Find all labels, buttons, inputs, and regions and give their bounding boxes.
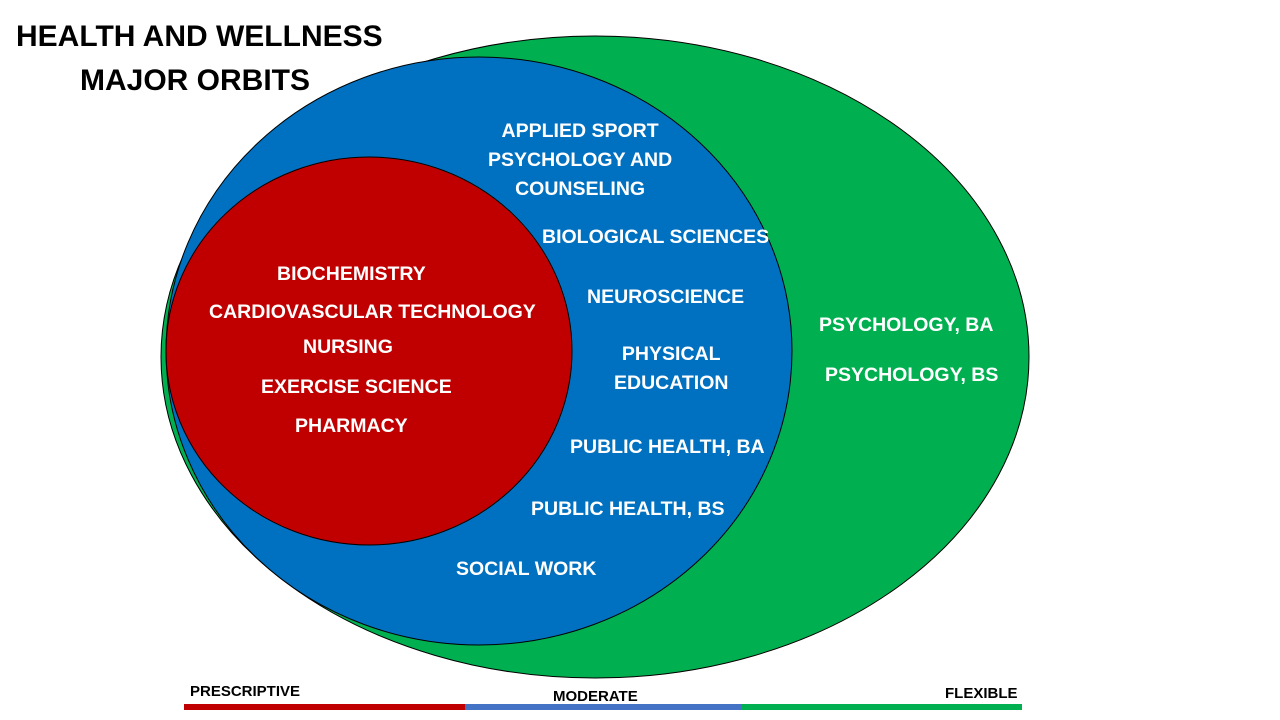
- prescriptive-orbit: [165, 156, 573, 546]
- major-cardiovascular-technology: CARDIOVASCULAR TECHNOLOGY: [209, 301, 536, 323]
- major-psychology-bs: PSYCHOLOGY, BS: [825, 364, 999, 386]
- major-physical-education: PHYSICAL EDUCATION: [614, 343, 729, 394]
- diagram-title-line1: HEALTH AND WELLNESS: [16, 20, 383, 53]
- major-nursing: NURSING: [303, 336, 393, 358]
- major-applied-sport-psychology: APPLIED SPORT PSYCHOLOGY AND COUNSELING: [488, 120, 673, 200]
- scale-label-flexible: FLEXIBLE: [945, 685, 1018, 702]
- major-social-work: SOCIAL WORK: [456, 558, 597, 580]
- major-exercise-science: EXERCISE SCIENCE: [261, 376, 452, 398]
- scale-label-prescriptive: PRESCRIPTIVE: [190, 683, 301, 700]
- major-biological-sciences: BIOLOGICAL SCIENCES: [542, 226, 770, 248]
- major-psychology-ba: PSYCHOLOGY, BA: [819, 314, 994, 336]
- major-neuroscience: NEUROSCIENCE: [587, 286, 745, 308]
- scale-label-moderate: MODERATE: [553, 688, 638, 705]
- scale-bar-moderate: [465, 704, 741, 710]
- major-pharmacy: PHARMACY: [295, 415, 408, 437]
- scale-bar-prescriptive: [184, 704, 465, 710]
- major-public-health-ba: PUBLIC HEALTH, BA: [570, 436, 765, 458]
- major-biochemistry: BIOCHEMISTRY: [277, 263, 426, 285]
- scale-bar-flexible: [741, 704, 1022, 710]
- major-public-health-bs: PUBLIC HEALTH, BS: [531, 498, 725, 520]
- diagram-title-line2: MAJOR ORBITS: [80, 64, 311, 97]
